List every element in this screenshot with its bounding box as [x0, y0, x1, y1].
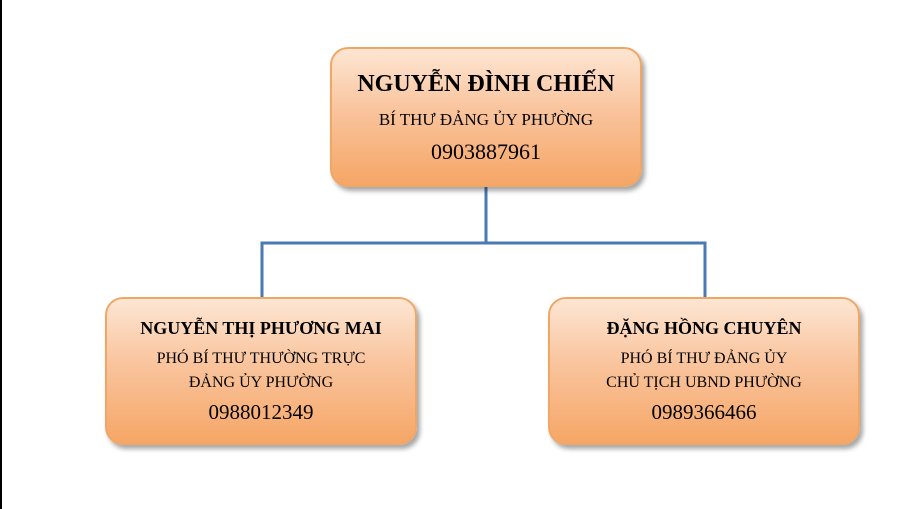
node-name: NGUYỄN ĐÌNH CHIẾN — [357, 70, 615, 97]
node-name: NGUYỄN THỊ PHƯƠNG MAI — [140, 317, 382, 338]
org-node-right: ĐẶNG HỒNG CHUYÊN PHÓ BÍ THƯ ĐẢNG ỦY CHỦ … — [548, 297, 860, 445]
node-phone: 0989366466 — [651, 400, 757, 425]
node-phone: 0988012349 — [208, 400, 314, 425]
org-node-left: NGUYỄN THỊ PHƯƠNG MAI PHÓ BÍ THƯ THƯỜNG … — [105, 297, 417, 445]
node-phone: 0903887961 — [431, 138, 541, 164]
org-node-top: NGUYỄN ĐÌNH CHIẾN BÍ THƯ ĐẢNG ỦY PHƯỜNG … — [330, 47, 642, 187]
node-title-line: PHÓ BÍ THƯ ĐẢNG ỦY — [620, 350, 788, 368]
node-title-line: PHÓ BÍ THƯ THƯỜNG TRỰC — [156, 350, 366, 368]
node-name: ĐẶNG HỒNG CHUYÊN — [606, 317, 802, 338]
left-border-line — [0, 0, 2, 509]
node-title-line: CHỦ TỊCH UBND PHƯỜNG — [606, 374, 802, 392]
node-title-line: ĐẢNG ỦY PHƯỜNG — [188, 374, 334, 392]
node-title-line: BÍ THƯ ĐẢNG ỦY PHƯỜNG — [378, 109, 594, 129]
connector-line — [260, 187, 707, 297]
